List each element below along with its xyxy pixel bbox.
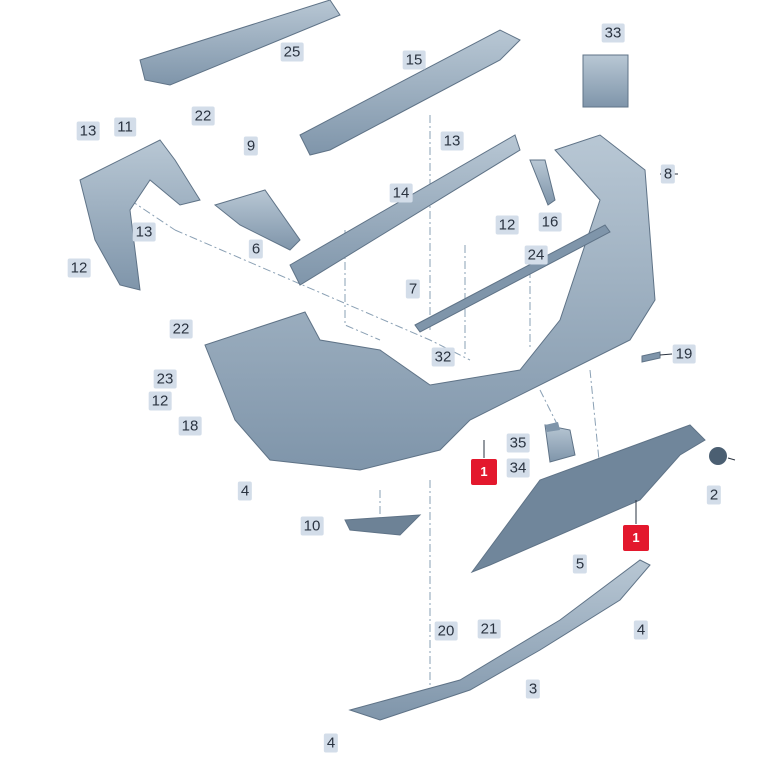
callout-badge[interactable]: 1 xyxy=(471,459,497,485)
part-19 xyxy=(641,351,661,363)
part-label: 22 xyxy=(191,106,215,126)
bar-25 xyxy=(139,0,341,86)
part-label: 6 xyxy=(248,239,264,259)
part-label: 13 xyxy=(440,131,464,151)
bracket-34 xyxy=(544,424,576,463)
part-label: 12 xyxy=(148,391,172,411)
part-label: 8 xyxy=(660,164,676,184)
bracket-15 xyxy=(299,29,521,156)
part-label: 15 xyxy=(402,50,426,70)
part-label: 12 xyxy=(67,258,91,278)
part-label: 21 xyxy=(477,619,501,639)
part-label: 16 xyxy=(538,212,562,232)
part-label: 10 xyxy=(300,516,324,536)
clip-35 xyxy=(545,422,560,432)
bracket-14 xyxy=(289,134,521,286)
part-label: 33 xyxy=(601,23,625,43)
part-label: 11 xyxy=(114,117,136,137)
part-label: 22 xyxy=(169,319,193,339)
reflector-10 xyxy=(344,514,422,536)
part-label: 13 xyxy=(132,222,156,242)
part-label: 35 xyxy=(506,433,530,453)
bracket-6 xyxy=(213,189,301,251)
bumper-cover-1 xyxy=(204,134,656,471)
spoiler-3 xyxy=(348,559,651,721)
part-label: 3 xyxy=(525,679,541,699)
part-label: 14 xyxy=(389,183,413,203)
part-label: 9 xyxy=(243,136,259,156)
part-label: 13 xyxy=(76,121,100,141)
part-label: 4 xyxy=(237,481,253,501)
part-label: 2 xyxy=(706,485,722,505)
bracket-16 xyxy=(529,159,556,206)
part-label: 4 xyxy=(633,620,649,640)
part-label: 32 xyxy=(431,347,455,367)
part-label: 4 xyxy=(323,733,339,753)
bracket-11 xyxy=(79,139,201,291)
part-label: 25 xyxy=(280,42,304,62)
part-label: 18 xyxy=(178,416,202,436)
cap-2 xyxy=(709,447,727,465)
part-label: 7 xyxy=(405,279,421,299)
part-label: 34 xyxy=(506,458,530,478)
callout-badge[interactable]: 1 xyxy=(623,525,649,551)
diffuser-cover-1 xyxy=(470,424,706,574)
part-label: 24 xyxy=(524,245,548,265)
part-label: 19 xyxy=(672,344,696,364)
part-label: 12 xyxy=(495,215,519,235)
part-label: 20 xyxy=(434,621,458,641)
part-label: 23 xyxy=(153,369,177,389)
part-label: 5 xyxy=(572,554,588,574)
module-33 xyxy=(582,54,629,108)
